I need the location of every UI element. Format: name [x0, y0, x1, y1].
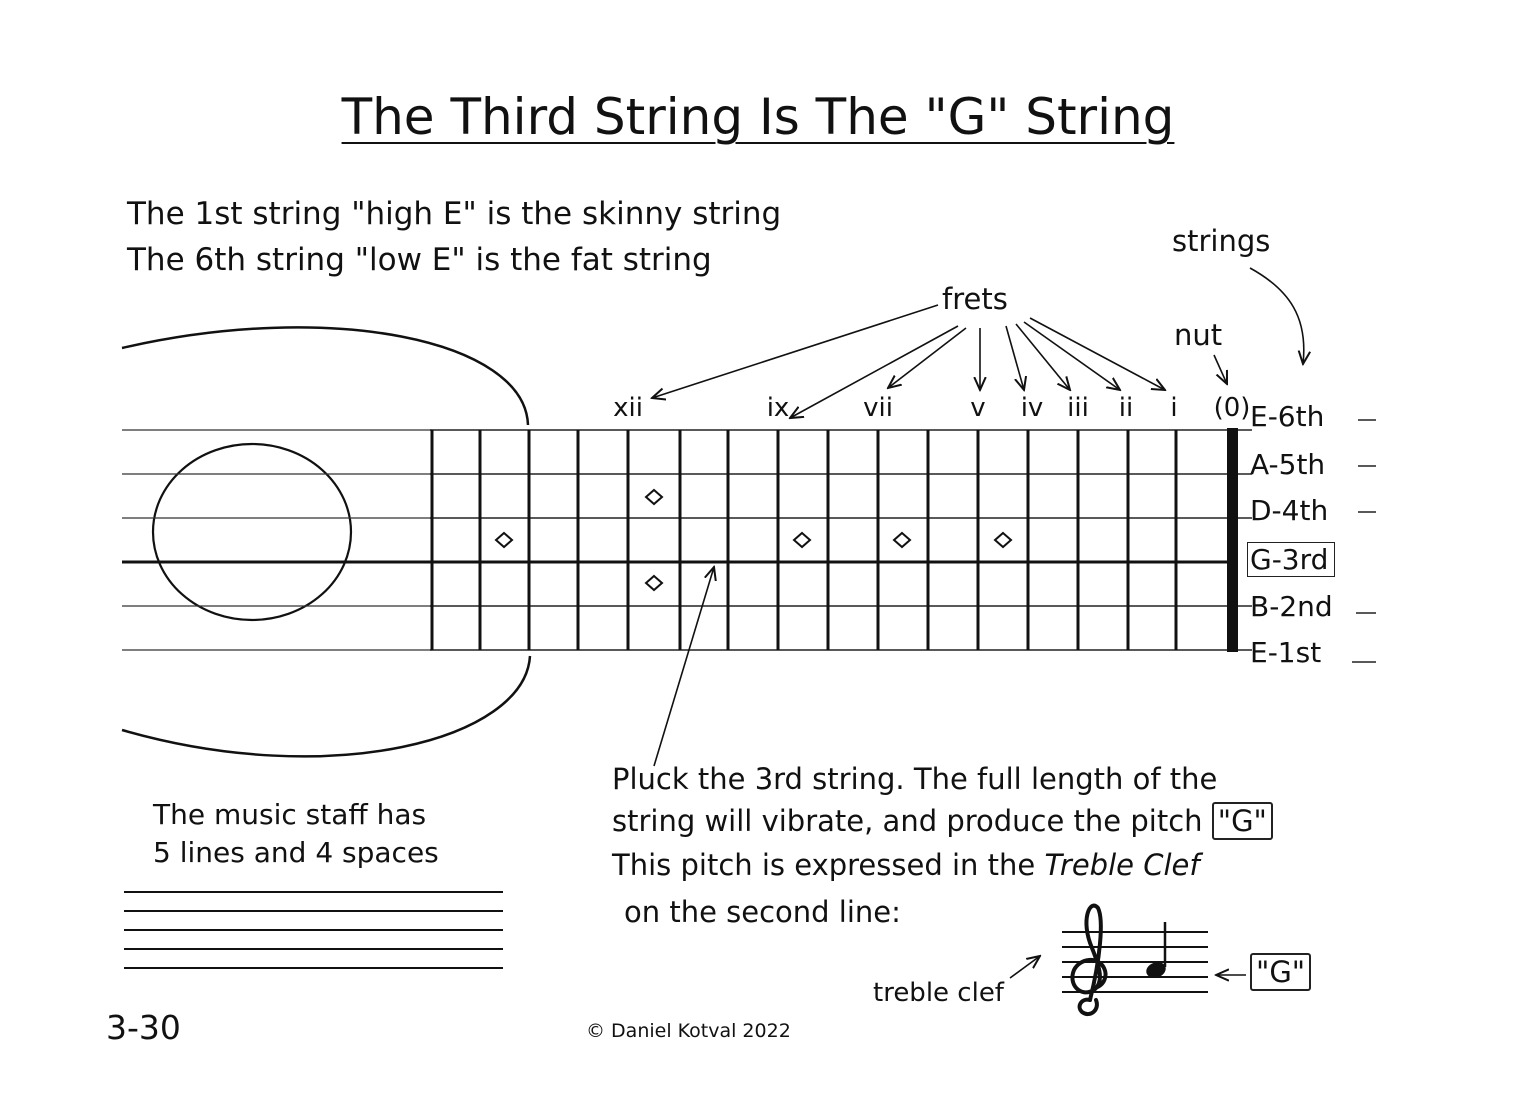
fret-numeral-vii: vii — [863, 393, 893, 423]
g-note-head — [1146, 962, 1166, 978]
intro-line-1: The 1st string "high E" is the skinny st… — [127, 196, 782, 232]
description-line-1: Pluck the 3rd string. The full length of… — [612, 762, 1218, 796]
description-line-4: on the second line: — [624, 895, 901, 929]
string-label-1st: E-1st — [1250, 636, 1322, 669]
fret-numeral-xii: xii — [613, 393, 643, 423]
description-line-3: This pitch is expressed in the Treble Cl… — [612, 848, 1200, 882]
nut-label: nut — [1174, 318, 1223, 352]
string-label-4th: D-4th — [1250, 494, 1329, 527]
fret-numeral-i: i — [1170, 393, 1178, 423]
string-label-5th: A-5th — [1250, 448, 1326, 481]
nut — [1227, 428, 1238, 652]
fret-numeral-ii: ii — [1118, 393, 1134, 423]
frets-arrows — [652, 267, 1304, 978]
treble-clef-icon — [1070, 903, 1108, 1017]
staff-note-line-2: 5 lines and 4 spaces — [153, 836, 439, 869]
string-label-3rd: G-3rd — [1247, 542, 1336, 577]
copyright: © Daniel Kotval 2022 — [586, 1020, 791, 1042]
guitar-body-upper — [121, 326, 530, 426]
strings-body — [122, 429, 432, 651]
description-line-3-text: This pitch is expressed in the — [612, 848, 1045, 882]
string-label-2nd: B-2nd — [1250, 590, 1333, 623]
page-title: The Third String Is The "G" String — [341, 88, 1175, 146]
guitar-body-lower — [121, 655, 532, 758]
fret-numeral-iv: iv — [1020, 393, 1044, 423]
fret-numeral-iii: iii — [1067, 393, 1089, 423]
fret-lines — [430, 430, 1178, 650]
sound-hole — [151, 442, 353, 622]
g-note-label: "G" — [1250, 953, 1312, 991]
frets-label: frets — [942, 282, 1008, 316]
five-line-staff — [124, 891, 503, 969]
fret-numeral-open: (0) — [1213, 393, 1251, 423]
pitch-box: "G" — [1211, 802, 1273, 840]
treble-clef-term: Treble Clef — [1044, 848, 1200, 882]
fret-markers — [494, 488, 1013, 592]
staff-note-line-1: The music staff has — [153, 798, 427, 831]
string-label-ticks — [1238, 419, 1376, 663]
description-line-2-text: string will vibrate, and produce the pit… — [612, 804, 1203, 838]
fret-numeral-v: v — [970, 393, 986, 423]
page-number: 3-30 — [106, 1008, 181, 1047]
string-label-6th: E-6th — [1250, 400, 1325, 433]
strings-fretboard — [430, 429, 1235, 651]
description-line-2: string will vibrate, and produce the pit… — [612, 802, 1273, 840]
intro-line-2: The 6th string "low E" is the fat string — [127, 242, 712, 278]
strings-label: strings — [1172, 224, 1271, 258]
fret-numeral-ix: ix — [766, 393, 790, 423]
treble-clef-label: treble clef — [873, 978, 1004, 1008]
